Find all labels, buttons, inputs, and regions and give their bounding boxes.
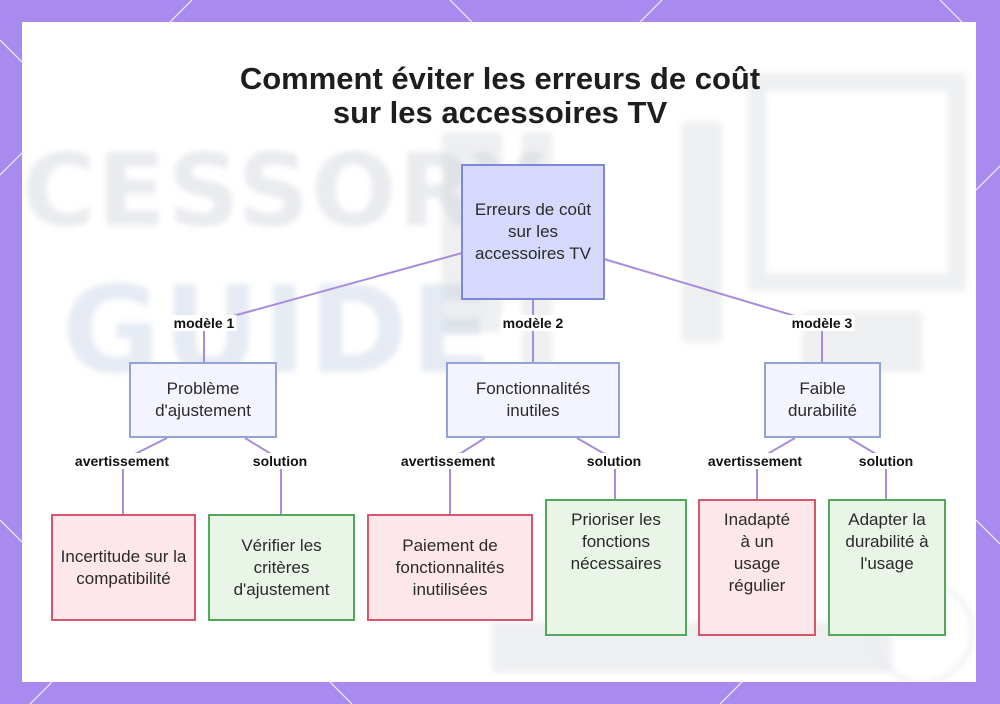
edge-label-solution3: solution [856, 453, 916, 469]
edge-root-problem1 [203, 252, 463, 362]
problem-node-ajustement: Problème d'ajustement [129, 362, 277, 438]
problem-node-fonctionnalites: Fonctionnalités inutiles [446, 362, 620, 438]
edge-root-problem3 [603, 258, 823, 362]
edge-problem1-solution1 [244, 437, 282, 514]
edge-label-warning1: avertissement [72, 453, 172, 469]
solution-node-prioriser: Prioriser les fonctions nécessaires [545, 499, 687, 636]
warning-node-compatibilite: Incertitude sur la compatibilité [51, 514, 196, 621]
edge-label-model1: modèle 1 [171, 315, 237, 331]
edge-label-model2: modèle 2 [500, 315, 566, 331]
edge-label-solution1: solution [250, 453, 310, 469]
solution-node-prioriser-label: Prioriser les fonctions nécessaires [570, 510, 662, 573]
page-title: Comment éviter les erreurs de coût sur l… [0, 62, 1000, 130]
root-node-label: Erreurs de coût sur les accessoires TV [474, 200, 592, 263]
warning-node-inadapte-label: Inadapté à un usage régulier [723, 510, 791, 595]
edge-label-warning2: avertissement [398, 453, 498, 469]
title-line-1: Comment éviter les erreurs de coût [239, 61, 761, 96]
edge-label-warning3: avertissement [705, 453, 805, 469]
title-line-2: sur les accessoires TV [332, 95, 668, 130]
edge-label-solution2: solution [584, 453, 644, 469]
solution-node-adapter-label: Adapter la durabilité à l'usage [845, 510, 929, 573]
problem-node-durabilite: Faible durabilité [764, 362, 881, 438]
edge-problem1-warning1 [122, 437, 168, 514]
warning-node-paiement: Paiement de fonctionnalités inutilisées [367, 514, 533, 621]
root-node: Erreurs de coût sur les accessoires TV [461, 164, 605, 300]
solution-node-adapter: Adapter la durabilité à l'usage [828, 499, 946, 636]
warning-node-compatibilite-label: Incertitude sur la compatibilité [60, 546, 187, 588]
problem-node-durabilite-label: Faible durabilité [788, 379, 857, 420]
edge-label-model3: modèle 3 [789, 315, 855, 331]
warning-node-inadapte: Inadapté à un usage régulier [698, 499, 816, 636]
problem-node-ajustement-label: Problème d'ajustement [155, 379, 251, 420]
edge-problem2-warning2 [449, 437, 486, 514]
problem-node-fonctionnalites-label: Fonctionnalités inutiles [475, 379, 591, 420]
background-watermark-line1: CESSORY [22, 132, 547, 249]
warning-node-paiement-label: Paiement de fonctionnalités inutilisées [395, 535, 505, 599]
solution-node-verifier: Vérifier les critères d'ajustement [208, 514, 355, 621]
solution-node-verifier-label: Vérifier les critères d'ajustement [233, 535, 330, 599]
